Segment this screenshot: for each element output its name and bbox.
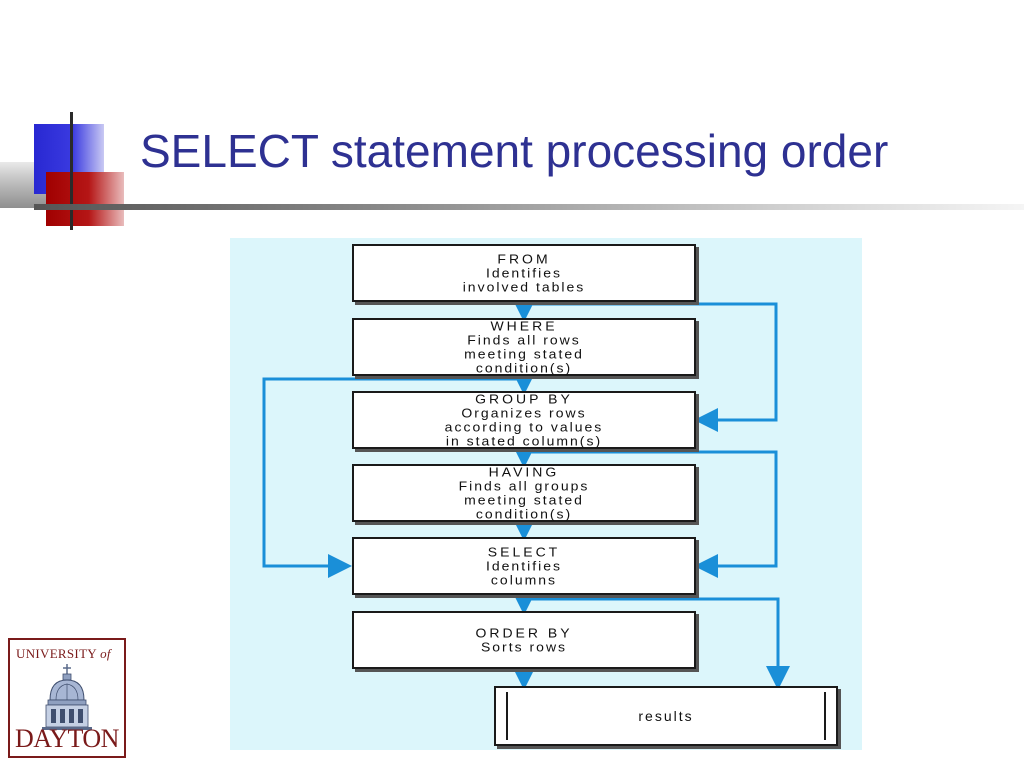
bypass-left-to-select	[262, 377, 524, 578]
chapel-dome-icon	[42, 664, 92, 730]
box-from-line: Identifies	[485, 265, 563, 281]
logo-top-text: UNIVERSITY of	[16, 646, 111, 662]
box-select-keyword: SELECT	[487, 544, 561, 560]
slide-title: SELECT statement processing order	[140, 125, 889, 177]
bypass-to-results	[524, 597, 790, 690]
box-group-by-line: according to values	[444, 419, 604, 435]
decorative-red-square	[46, 172, 124, 226]
box-where: WHERE Finds all rows meeting stated cond…	[352, 318, 696, 376]
box-from-line: involved tables	[462, 279, 586, 295]
box-having-line: meeting stated	[464, 492, 584, 508]
box-where-line: meeting stated	[464, 346, 584, 362]
box-where-keyword: WHERE	[490, 318, 558, 334]
bypass-to-groupby	[524, 302, 778, 432]
box-from: FROM Identifies involved tables	[352, 244, 696, 302]
box-from-keyword: FROM	[497, 251, 551, 267]
decorative-horizontal-rule	[34, 204, 1024, 210]
diagram-arrows	[262, 298, 790, 690]
results-label: results	[638, 708, 694, 724]
box-select-line: Identifies	[485, 558, 563, 574]
box-having-keyword: HAVING	[488, 464, 560, 480]
box-select-line: columns	[490, 572, 558, 588]
decorative-vertical-line	[70, 112, 73, 230]
box-select: SELECT Identifies columns	[352, 537, 696, 595]
box-having-line: condition(s)	[475, 506, 573, 522]
box-group-by-line: in stated column(s)	[445, 433, 603, 449]
box-having: HAVING Finds all groups meeting stated c…	[352, 464, 696, 522]
box-group-by-keyword: GROUP BY	[475, 391, 573, 407]
box-order-by-keyword: ORDER BY	[475, 625, 573, 641]
box-group-by-line: Organizes rows	[461, 405, 587, 421]
results-box: results	[494, 686, 838, 746]
logo-bottom-text: DAYTON	[15, 724, 119, 753]
box-order-by-line: Sorts rows	[480, 639, 568, 655]
bypass-right-to-select	[524, 450, 778, 578]
results-inner: results	[506, 692, 826, 740]
box-having-line: Finds all groups	[458, 478, 590, 494]
box-where-line: Finds all rows	[467, 332, 581, 348]
logo-university: UNIVERSITY	[16, 646, 97, 661]
university-logo: UNIVERSITY of DAYTON	[8, 638, 126, 758]
box-order-by: ORDER BY Sorts rows	[352, 611, 696, 669]
box-group-by: GROUP BY Organizes rows according to val…	[352, 391, 696, 449]
box-where-line: condition(s)	[475, 360, 573, 376]
logo-of: of	[100, 646, 111, 661]
